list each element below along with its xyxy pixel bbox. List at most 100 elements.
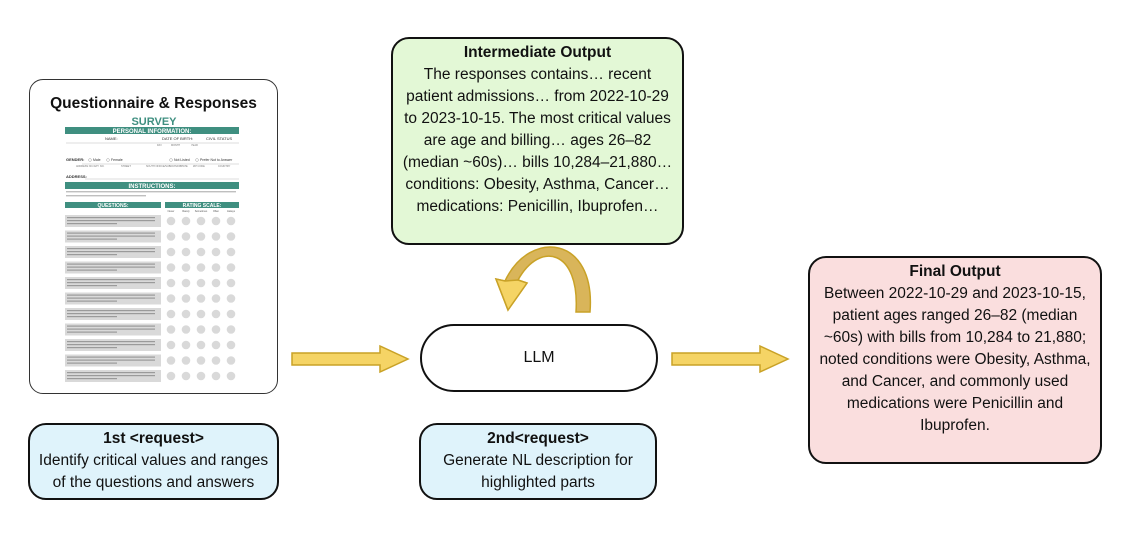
- questions-label: QUESTIONS:: [97, 203, 128, 209]
- rating-label: RATING SCALE:: [183, 203, 222, 209]
- final-line: patient ages ranged 26–82 (median: [832, 307, 1078, 324]
- rating-bubble: [181, 325, 191, 334]
- address-label: ADDRESS:: [66, 174, 87, 179]
- intermediate-line: The responses contains… recent: [423, 66, 652, 83]
- rating-bubble: [166, 263, 176, 272]
- final-output-title: Final Output: [909, 263, 1001, 280]
- second-request-line: Generate NL description for: [443, 452, 633, 469]
- rating-bubble: [211, 263, 221, 272]
- rating-bubble: [166, 216, 176, 226]
- final-line: Between 2022-10-29 and 2023-10-15,: [824, 285, 1086, 302]
- rating-bubble: [196, 247, 206, 257]
- rating-bubble: [181, 232, 191, 241]
- rating-bubble: [211, 325, 221, 334]
- civil-status-label: CIVIL STATUS: [206, 136, 232, 141]
- rating-bubble: [211, 247, 221, 257]
- addr-sub-1: ADDRESS NO./APT. NO.: [76, 165, 105, 168]
- personal-info-label: PERSONAL INFORMATION:: [113, 129, 192, 135]
- addr-sub-5: ZIP CODE: [193, 165, 205, 168]
- rating-bubble: [196, 232, 206, 241]
- rating-bubble: [166, 340, 176, 350]
- name-label: NAME:: [105, 136, 118, 141]
- first-request-line: Identify critical values and ranges: [38, 452, 269, 469]
- rating-bubble: [226, 263, 236, 272]
- rating-bubble: [211, 294, 221, 303]
- llm-node: LLM: [420, 324, 658, 392]
- rating-bubble: [226, 371, 236, 381]
- rating-bubble: [181, 278, 191, 288]
- final-line: Ibuprofen.: [920, 417, 990, 434]
- rating-bubble: [166, 371, 176, 381]
- first-request-title: 1st <request>: [103, 430, 204, 447]
- rating-bubble: [166, 356, 176, 365]
- second-request-line: highlighted parts: [481, 474, 595, 491]
- rating-bubble: [181, 371, 191, 381]
- rating-bubble: [181, 356, 191, 365]
- rating-always: Always: [227, 210, 236, 213]
- rating-bubble: [226, 294, 236, 303]
- rating-bubble: [181, 263, 191, 272]
- dob-year: YEAR: [191, 144, 198, 147]
- question-rows: [65, 215, 236, 382]
- rating-bubble: [226, 340, 236, 350]
- llm-label: LLM: [523, 349, 555, 366]
- rating-bubble: [211, 309, 221, 319]
- rating-bubble: [226, 278, 236, 288]
- rating-bubble: [166, 232, 176, 241]
- intermediate-line: medications: Penicillin, Ibuprofen…: [416, 198, 659, 215]
- rating-bubble: [211, 371, 221, 381]
- intermediate-line: are age and billing… ages 26–82: [423, 132, 652, 149]
- rating-bubble: [211, 216, 221, 226]
- rating-bubble: [196, 263, 206, 272]
- rating-bubble: [196, 309, 206, 319]
- rating-bubble: [166, 309, 176, 319]
- arrow-right-icon: [671, 344, 790, 374]
- rating-bubble: [196, 356, 206, 365]
- arrow-right-icon: [291, 344, 410, 374]
- questionnaire-card: Questionnaire & Responses SURVEY PERSONA…: [29, 79, 278, 394]
- addr-sub-2: STREET: [121, 165, 131, 168]
- loop-arrow-icon: [494, 246, 592, 313]
- rating-bubble: [211, 356, 221, 365]
- rating-never: Never: [168, 210, 175, 213]
- rating-sometimes: Sometimes: [195, 210, 208, 213]
- rating-bubble: [166, 325, 176, 334]
- rating-bubble: [181, 340, 191, 350]
- final-line: ~60s) with bills from 10,284 to 21,880;: [823, 329, 1087, 346]
- rating-bubble: [226, 325, 236, 334]
- questionnaire-title: Questionnaire & Responses: [50, 95, 257, 112]
- final-line: medications were Penicillin and: [846, 395, 1064, 412]
- dob-day: DAY: [157, 144, 162, 147]
- final-line: noted conditions were Obesity, Asthma,: [819, 351, 1091, 368]
- addr-sub-3: SOUTH OFFICE/SUBDIVISION: [146, 165, 182, 168]
- rating-bubble: [181, 216, 191, 226]
- rating-bubble: [196, 371, 206, 381]
- rating-bubble: [226, 356, 236, 365]
- rating-bubble: [226, 309, 236, 319]
- addr-sub-4: STATE: [180, 165, 188, 168]
- intermediate-line: conditions: Obesity, Asthma, Cancer…: [405, 176, 670, 193]
- rating-bubble: [211, 232, 221, 241]
- rating-bubble: [196, 216, 206, 226]
- rating-bubble: [196, 294, 206, 303]
- final-output-box: Final Output Between 2022-10-29 and 2023…: [808, 256, 1102, 464]
- rating-bubble: [166, 278, 176, 288]
- intermediate-output-box: Intermediate Output The responses contai…: [391, 37, 684, 245]
- rating-bubble: [226, 247, 236, 257]
- addr-sub-6: COUNTRY: [218, 165, 231, 168]
- second-request-title: 2nd<request>: [487, 430, 589, 447]
- intermediate-line: to 2023-10-15. The most critical values: [404, 110, 671, 127]
- gender-prefer-not: Prefer Not to Answer: [200, 158, 233, 162]
- rating-bubble: [196, 278, 206, 288]
- rating-bubble: [181, 309, 191, 319]
- intermediate-line: patient admissions… from 2022-10-29: [406, 88, 669, 105]
- gender-not-listed: Not Listed: [174, 158, 190, 162]
- rating-bubble: [181, 247, 191, 257]
- rating-bubble: [226, 232, 236, 241]
- final-line: and Cancer, and commonly used: [841, 373, 1069, 390]
- rating-bubble: [226, 216, 236, 226]
- gender-label: GENDER:: [66, 157, 84, 162]
- intermediate-line: (median ~60s)… bills 10,284–21,880…: [402, 154, 673, 171]
- rating-bubble: [211, 340, 221, 350]
- second-request-box: 2nd<request> Generate NL description for…: [419, 423, 657, 500]
